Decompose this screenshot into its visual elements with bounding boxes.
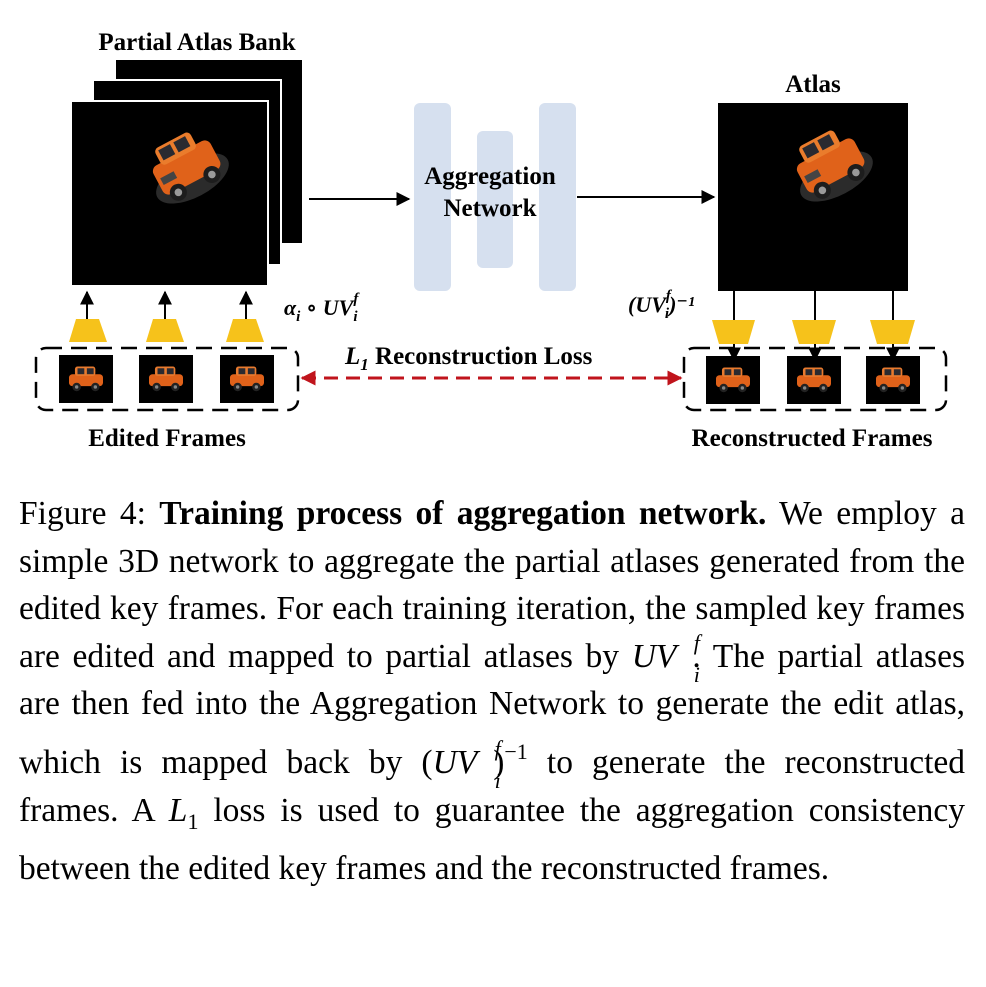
decoder-trapezoid-2 (792, 320, 836, 344)
caption-text-5: loss is used to guarantee the aggregatio… (19, 791, 966, 888)
reconstructed-frames-group (682, 346, 948, 412)
caption-text-2: . The partial atlases are then fed into … (19, 637, 965, 781)
l1-loss-label: L1 Reconstruction Loss (344, 343, 593, 374)
atlas-to-reconstructed-arrows (712, 291, 915, 362)
reconstructed-frames-dashed-box (682, 346, 948, 412)
caption-text-4: to generate the reconstructed frames. A (19, 743, 965, 829)
encoder-trapezoid-2 (146, 319, 184, 342)
network-block-middle (477, 131, 513, 268)
aggregation-network: Aggregation Network (414, 103, 576, 291)
atlas-label: Atlas (785, 71, 841, 98)
aggregation-network-label-line2: Network (443, 195, 536, 222)
atlas-panel (718, 103, 908, 291)
caption-inverse-exponent: −1 (504, 738, 528, 764)
figure-caption: Figure 4: Training process of aggregatio… (19, 495, 966, 888)
caption-l1-math: L (168, 791, 188, 829)
edited-frames-dashed-box (34, 346, 300, 412)
aggregation-training-diagram: Partial Atlas Bank Aggregation Network A… (34, 29, 948, 452)
aggregation-network-label-line1: Aggregation (424, 163, 556, 190)
caption-figure-label: Figure 4: (19, 495, 146, 532)
partial-atlas-stack (70, 58, 304, 287)
caption-text-1: We employ a simple 3D network to aggrega… (19, 495, 965, 675)
edited-to-atlas-arrows (69, 290, 264, 342)
encoder-trapezoid-1 (69, 319, 107, 342)
partial-atlas-bank-label: Partial Atlas Bank (98, 29, 295, 56)
reconstructed-frames-label: Reconstructed Frames (692, 425, 933, 452)
decoder-trapezoid-3 (870, 320, 915, 344)
edited-frames-label: Edited Frames (88, 425, 246, 452)
edited-frames-group (34, 346, 300, 412)
network-block-right (539, 103, 576, 291)
network-block-left (414, 103, 451, 291)
decoder-trapezoid-1 (712, 320, 755, 344)
caption-title: Training process of aggregation network. (159, 495, 767, 532)
encoder-trapezoid-3 (226, 319, 264, 342)
